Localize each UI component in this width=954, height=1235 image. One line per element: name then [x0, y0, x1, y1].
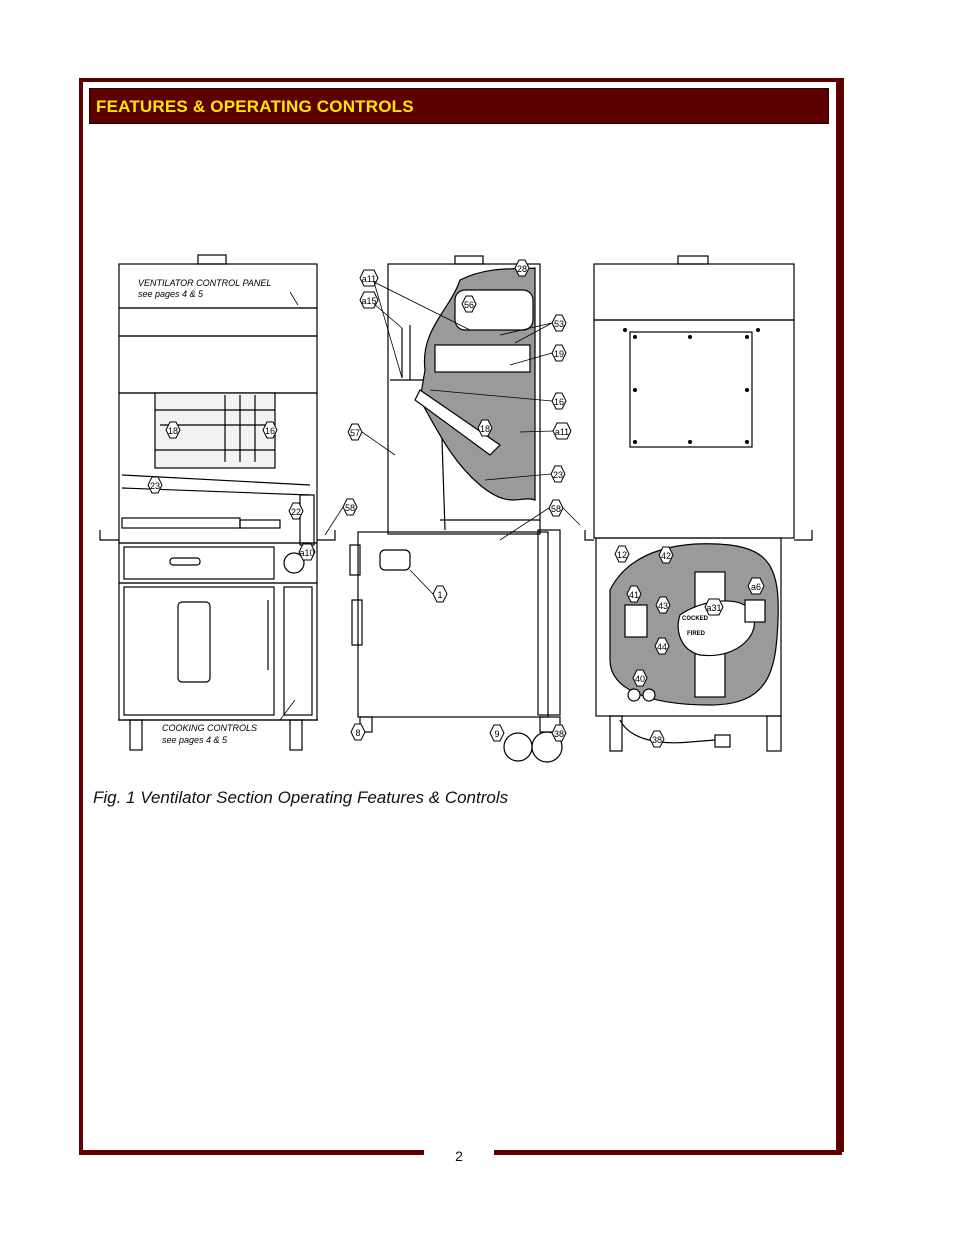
svg-text:a31: a31	[706, 603, 721, 613]
svg-text:19: 19	[554, 349, 564, 359]
callout-side-58: 58	[548, 499, 564, 517]
callout-side-23: 23	[550, 465, 566, 483]
callout-rear-38: 38	[649, 730, 665, 748]
callout-front-22: 22	[288, 502, 304, 520]
callout-rear-43: 43	[655, 596, 671, 614]
svg-text:56: 56	[464, 300, 474, 310]
frame-bottom-rule-right	[494, 1150, 842, 1155]
section-title: FEATURES & OPERATING CONTROLS	[96, 97, 414, 116]
callout-rear-12: 12	[614, 545, 630, 563]
panel-label-1: VENTILATOR CONTROL PANEL	[138, 278, 271, 288]
svg-text:22: 22	[291, 507, 301, 517]
callout-front-a10: a10	[298, 543, 316, 561]
callout-side-1: 1	[432, 585, 448, 603]
panel-label-2: see pages 4 & 5	[138, 289, 204, 299]
svg-text:18: 18	[480, 424, 490, 434]
svg-text:58: 58	[551, 504, 561, 514]
side-view	[349, 255, 563, 763]
svg-text:38: 38	[652, 735, 662, 745]
callout-group: 18 16 23 22 58 a10 8 a11 a15 28 56 53 19…	[147, 259, 765, 748]
callout-rear-40: 40	[632, 669, 648, 687]
callout-side-28: 28	[514, 259, 530, 277]
callout-side-16: 16	[551, 392, 567, 410]
svg-text:23: 23	[553, 470, 563, 480]
svg-text:a6: a6	[751, 582, 761, 592]
svg-text:a15: a15	[361, 296, 376, 306]
callout-front-58: 58	[342, 498, 358, 516]
svg-text:44: 44	[657, 642, 667, 652]
svg-text:57: 57	[350, 428, 360, 438]
svg-text:43: 43	[658, 601, 668, 611]
leader-lines	[279, 281, 581, 721]
callout-side-19: 19	[551, 344, 567, 362]
svg-text:12: 12	[617, 550, 627, 560]
svg-text:18: 18	[168, 426, 178, 436]
callout-front-23: 23	[147, 476, 163, 494]
callout-front-18: 18	[165, 421, 181, 439]
callout-side-53: 53	[551, 314, 567, 332]
breaker-label-1: COCKED	[682, 616, 709, 622]
callout-side-a15: a15	[359, 291, 379, 309]
callout-side-38: 38	[551, 724, 567, 742]
page-number: 2	[455, 1148, 463, 1164]
bolt-dots	[623, 328, 760, 444]
equipment-diagram: VENTILATOR CONTROL PANEL see pages 4 & 5…	[90, 250, 840, 780]
callout-side-9: 9	[489, 724, 505, 742]
svg-text:58: 58	[345, 503, 355, 513]
callout-rear-a31: a31	[704, 598, 724, 616]
section-header: FEATURES & OPERATING CONTROLS	[89, 88, 829, 124]
rear-view	[584, 255, 813, 752]
svg-text:a10: a10	[299, 548, 314, 558]
front-view	[99, 254, 336, 751]
diagram-svg: VENTILATOR CONTROL PANEL see pages 4 & 5…	[99, 254, 813, 763]
callout-side-56: 56	[461, 295, 477, 313]
callout-rear-41: 41	[626, 585, 642, 603]
breaker-label-2: FIRED	[687, 631, 706, 637]
callout-front-8: 8	[350, 723, 366, 741]
callout-rear-42: 42	[658, 546, 674, 564]
callout-side-18: 18	[477, 419, 493, 437]
svg-text:23: 23	[150, 481, 160, 491]
svg-text:42: 42	[661, 551, 671, 561]
svg-text:a11: a11	[362, 274, 376, 284]
svg-text:41: 41	[629, 590, 639, 600]
svg-text:a11: a11	[555, 427, 569, 437]
frame-bottom-rule-left	[79, 1150, 424, 1155]
frame-shadow	[836, 80, 842, 1152]
svg-text:38: 38	[554, 729, 564, 739]
svg-text:9: 9	[494, 729, 499, 739]
callout-side-a11-lower: a11	[552, 422, 572, 440]
svg-text:1: 1	[437, 590, 442, 600]
callout-rear-44: 44	[654, 637, 670, 655]
callout-side-a11: a11	[359, 269, 379, 287]
svg-text:40: 40	[635, 674, 645, 684]
svg-text:8: 8	[355, 728, 360, 738]
svg-text:16: 16	[554, 397, 564, 407]
callout-front-16: 16	[262, 421, 278, 439]
svg-text:28: 28	[517, 264, 527, 274]
cooking-label-2: see pages 4 & 5	[162, 735, 228, 745]
svg-text:16: 16	[265, 426, 275, 436]
cooking-label-1: COOKING CONTROLS	[162, 723, 257, 733]
figure-caption: Fig. 1 Ventilator Section Operating Feat…	[93, 788, 509, 807]
svg-text:53: 53	[554, 319, 564, 329]
callout-rear-a6: a6	[747, 577, 765, 595]
callout-side-57: 57	[347, 423, 363, 441]
